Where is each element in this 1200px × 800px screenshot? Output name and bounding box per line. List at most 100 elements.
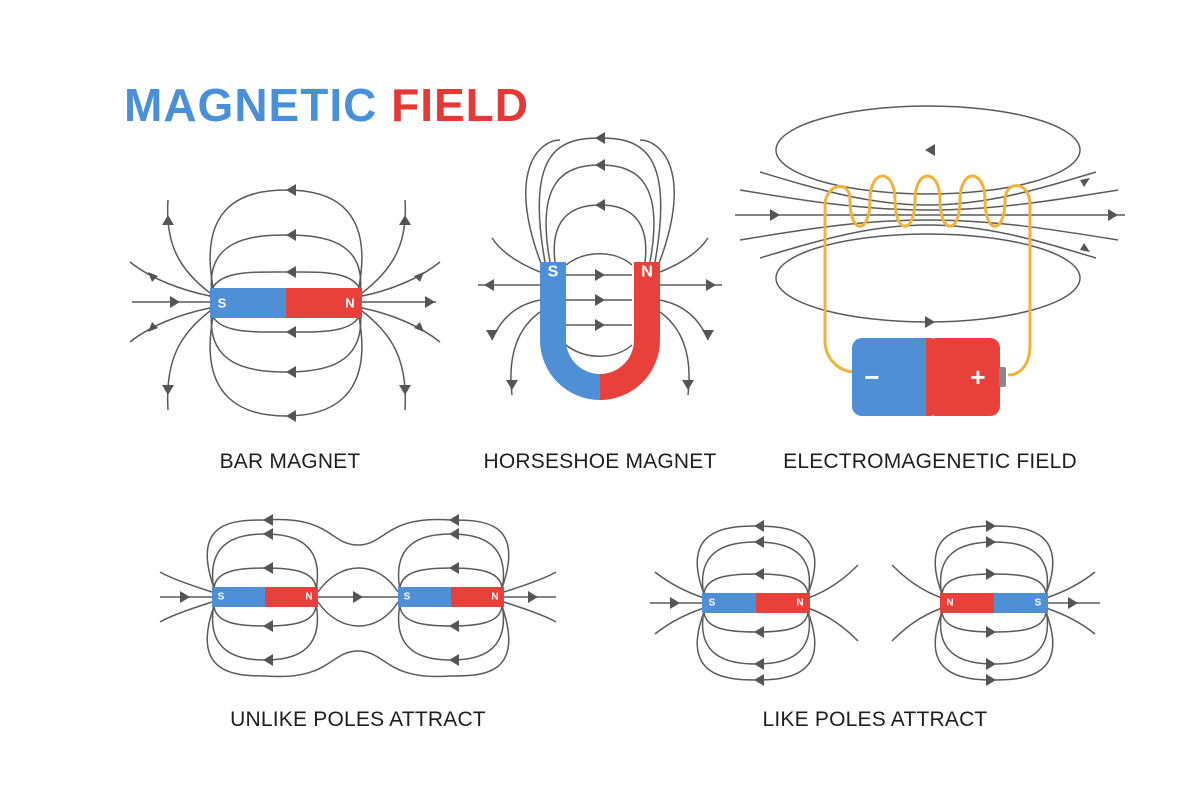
arrow-icon: [754, 626, 764, 638]
field-line: [210, 234, 362, 295]
arrow-icon: [170, 296, 180, 308]
arrow-icon: [986, 568, 996, 580]
like-magnet2-north-pole: [940, 593, 994, 613]
title-word-magnetic: MAGNETIC: [124, 79, 378, 131]
horseshoe-magnet-body: [540, 262, 660, 400]
field-line: [129, 261, 211, 297]
field-line: [807, 564, 859, 599]
arrow-icon: [595, 199, 605, 211]
arrow-icon: [1080, 178, 1090, 187]
arrow-icon: [670, 597, 680, 609]
arrow-icon: [449, 654, 459, 666]
arrow-icon: [286, 266, 296, 278]
battery-divider: [918, 338, 926, 416]
coil-wire: [823, 174, 1032, 228]
unlike-magnet1-north-pole: [265, 587, 318, 607]
like-magnet1-left-label: S: [709, 598, 716, 609]
unlike-magnet2-south-pole: [398, 587, 451, 607]
like-poles-panel: S N N S: [650, 520, 1100, 686]
horseshoe-north-label: N: [641, 264, 653, 281]
field-line: [166, 199, 211, 294]
like-magnet2-south-pole: [994, 593, 1048, 613]
unlike-magnet1-right-label: N: [305, 592, 312, 603]
arrow-icon: [706, 279, 716, 291]
field-line: [206, 519, 266, 589]
arrow-icon: [754, 568, 764, 580]
field-line: [317, 567, 399, 593]
arrow-icon: [263, 620, 273, 632]
field-line: [939, 609, 1049, 665]
unlike-poles-panel: S N S N: [159, 514, 557, 678]
battery-negative-label: −: [864, 362, 879, 392]
bar-magnet-field-lines: [129, 184, 441, 422]
field-line: [397, 603, 505, 661]
field-line: [491, 237, 541, 273]
like-magnet1-south-pole: [702, 593, 756, 613]
field-line: [701, 609, 811, 665]
like-poles-field-lines: [650, 520, 1100, 686]
like-magnet1-right-label: N: [796, 598, 803, 609]
circuit-wire: [823, 205, 856, 374]
circuit-wire: [1007, 205, 1032, 377]
field-line: [759, 224, 1097, 259]
caption-horseshoe-magnet: HORSESHOE MAGNET: [483, 450, 717, 473]
arrow-icon: [682, 380, 694, 390]
unlike-magnet2-right-label: N: [491, 592, 498, 603]
caption-electromagnetic-field: ELECTROMAGENETIC FIELD: [783, 450, 1077, 473]
field-line: [659, 237, 709, 273]
field-line: [491, 299, 541, 341]
field-line: [503, 571, 557, 593]
field-line: [775, 233, 1081, 323]
arrow-icon: [925, 316, 935, 328]
arrow-icon: [449, 620, 459, 632]
field-line: [209, 311, 363, 417]
unlike-poles-field-lines: [159, 514, 557, 678]
arrow-icon: [399, 385, 411, 395]
field-line: [361, 310, 407, 411]
caption-like-poles: LIKE POLES ATTRACT: [762, 708, 988, 731]
field-line: [739, 189, 1119, 211]
field-line: [210, 309, 362, 373]
battery: − +: [852, 338, 1006, 416]
horseshoe-magnet-panel: S N: [478, 132, 722, 400]
field-line: [361, 199, 407, 294]
arrow-icon: [986, 674, 996, 686]
field-line: [934, 611, 1054, 681]
electromagnetic-panel: − +: [735, 105, 1125, 416]
unlike-magnet2-left-label: S: [404, 592, 411, 603]
arrow-icon: [414, 272, 424, 282]
caption-bar-magnet: BAR MAGNET: [219, 450, 361, 473]
electromagnetic-field-lines: [735, 105, 1125, 328]
horseshoe-field-lines: [478, 132, 722, 396]
field-line: [538, 137, 662, 263]
field-line: [211, 533, 319, 591]
horseshoe-south-label: S: [548, 264, 559, 281]
coil: [823, 174, 1032, 377]
bar-magnet-south-pole: [210, 288, 286, 318]
field-line: [565, 344, 633, 357]
arrow-icon: [148, 322, 158, 332]
field-line: [934, 525, 1054, 595]
field-line: [1045, 607, 1096, 635]
bar-magnet-panel: S N: [129, 184, 441, 422]
arrow-icon: [506, 380, 518, 390]
arrow-icon: [1080, 243, 1090, 252]
field-line: [264, 518, 452, 546]
arrow-icon: [754, 536, 764, 548]
arrow-icon: [148, 272, 158, 282]
arrow-icon: [449, 514, 459, 526]
arrow-icon: [754, 674, 764, 686]
arrow-icon: [754, 520, 764, 532]
bar-magnet-north-pole: [286, 288, 362, 318]
field-line: [129, 307, 211, 343]
arrow-icon: [595, 159, 605, 171]
field-line: [545, 164, 655, 263]
arrow-icon: [986, 536, 996, 548]
arrow-icon: [286, 184, 296, 196]
arrow-icon: [595, 132, 605, 144]
field-line: [939, 541, 1049, 597]
field-line: [807, 607, 859, 642]
field-line: [775, 105, 1081, 195]
page-title: MAGNETIC FIELD: [124, 82, 529, 128]
